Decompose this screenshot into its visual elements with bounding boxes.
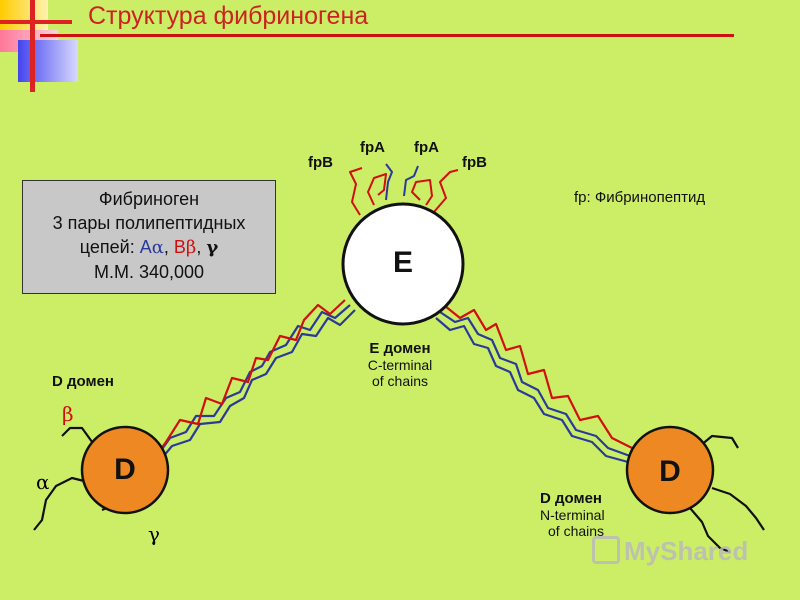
info-box: Фибриноген 3 пары полипептидных цепей: A… <box>22 180 276 294</box>
e-domain-circle <box>341 202 465 326</box>
fpb-right-label: fpB <box>462 154 487 171</box>
right-d-top-tail <box>699 434 739 449</box>
info-line-2: 3 пары полипептидных <box>52 213 246 233</box>
e-domain-caption: E домен C-terminal of chains <box>340 340 460 389</box>
alpha-symbol: α <box>151 237 164 258</box>
right-arm-blue-chain <box>439 311 631 458</box>
watermark: MyShared <box>592 536 748 567</box>
left-beta-label: β <box>62 402 74 426</box>
gamma-symbol: γ <box>206 237 219 258</box>
fpa-right-chain <box>411 179 433 206</box>
left-arm-red-chain <box>159 299 346 451</box>
left-d-domain-label: D домен <box>52 373 114 390</box>
fpb-left-blue <box>385 163 393 201</box>
right-d-desc-1: N-terminal <box>540 507 605 523</box>
e-domain-letter: E <box>392 246 413 279</box>
chain-b-label: B <box>173 237 186 257</box>
info-chains-prefix: цепей: <box>79 237 140 257</box>
e-domain-desc-1: C-terminal <box>367 357 433 373</box>
page-title: Структура фибриногена <box>88 2 369 30</box>
title-underline <box>40 34 734 37</box>
fpb-left-label: fpB <box>308 154 333 171</box>
e-domain-label: E домен <box>369 340 431 357</box>
info-line-4: M.M. 340,000 <box>93 262 205 282</box>
left-d-alpha-tail <box>33 476 89 531</box>
left-arm-blue-chain-2 <box>161 309 356 459</box>
right-d-caption: D домен N-terminal of chains <box>540 490 605 539</box>
fpb-right-chain <box>433 169 459 213</box>
left-alpha-label: α <box>36 470 50 494</box>
info-line-3: цепей: Aα, Bβ, γ <box>23 235 275 260</box>
fpa-right-blue <box>403 165 419 197</box>
right-d-domain-circle <box>625 425 715 515</box>
chain-a-label: A <box>139 237 152 257</box>
right-arm-red-chain <box>444 305 633 449</box>
fpa-left-label: fpA <box>360 139 385 156</box>
right-d-domain-letter: D <box>659 455 681 488</box>
separator-2: , <box>196 237 207 257</box>
left-gamma-label: γ <box>148 522 160 546</box>
right-d-side-tail <box>711 486 765 531</box>
separator-1: , <box>163 237 174 257</box>
right-d-bottom-tail <box>689 507 731 554</box>
watermark-logo-icon <box>592 536 620 564</box>
corner-decoration <box>0 0 78 92</box>
left-arm-blue-chain <box>159 304 351 453</box>
fp-legend: fp: Фибринопептид <box>574 189 706 206</box>
watermark-text: MyShared <box>624 536 749 566</box>
left-d-domain-letter: D <box>114 453 136 486</box>
right-d-domain-label: D домен <box>540 490 602 507</box>
e-domain-desc-2: of chains <box>371 373 429 389</box>
right-arm-blue-chain-2 <box>435 317 629 464</box>
fpa-right-label: fpA <box>414 139 439 156</box>
fpa-left-chain <box>367 173 387 206</box>
info-line-1: Фибриноген <box>98 189 200 209</box>
beta-symbol: β <box>185 237 197 258</box>
right-d-desc-2: of chains <box>548 523 605 539</box>
left-d-domain-circle <box>80 425 170 515</box>
fpb-left-chain <box>349 167 363 216</box>
left-d-beta-tail <box>61 426 96 447</box>
